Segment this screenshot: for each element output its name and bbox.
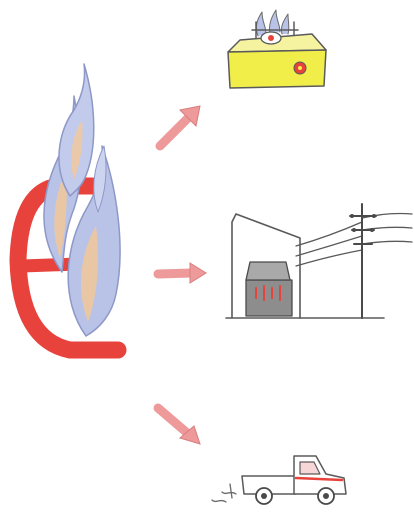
gas-vehicle-icon [212,456,346,504]
power-line-icon [296,214,412,267]
flame-center [59,64,94,196]
arrow-to-vehicle-icon [158,408,200,444]
power-plant-icon [226,204,412,318]
gas-flame-icon [18,64,120,350]
arrow-to-stove-icon [160,106,200,146]
utility-pole-icon [350,204,376,318]
generator-icon [246,280,292,316]
exhaust-icon [212,484,236,502]
gas-stove-icon [228,10,326,88]
arrow-to-power-plant-icon [158,263,206,283]
